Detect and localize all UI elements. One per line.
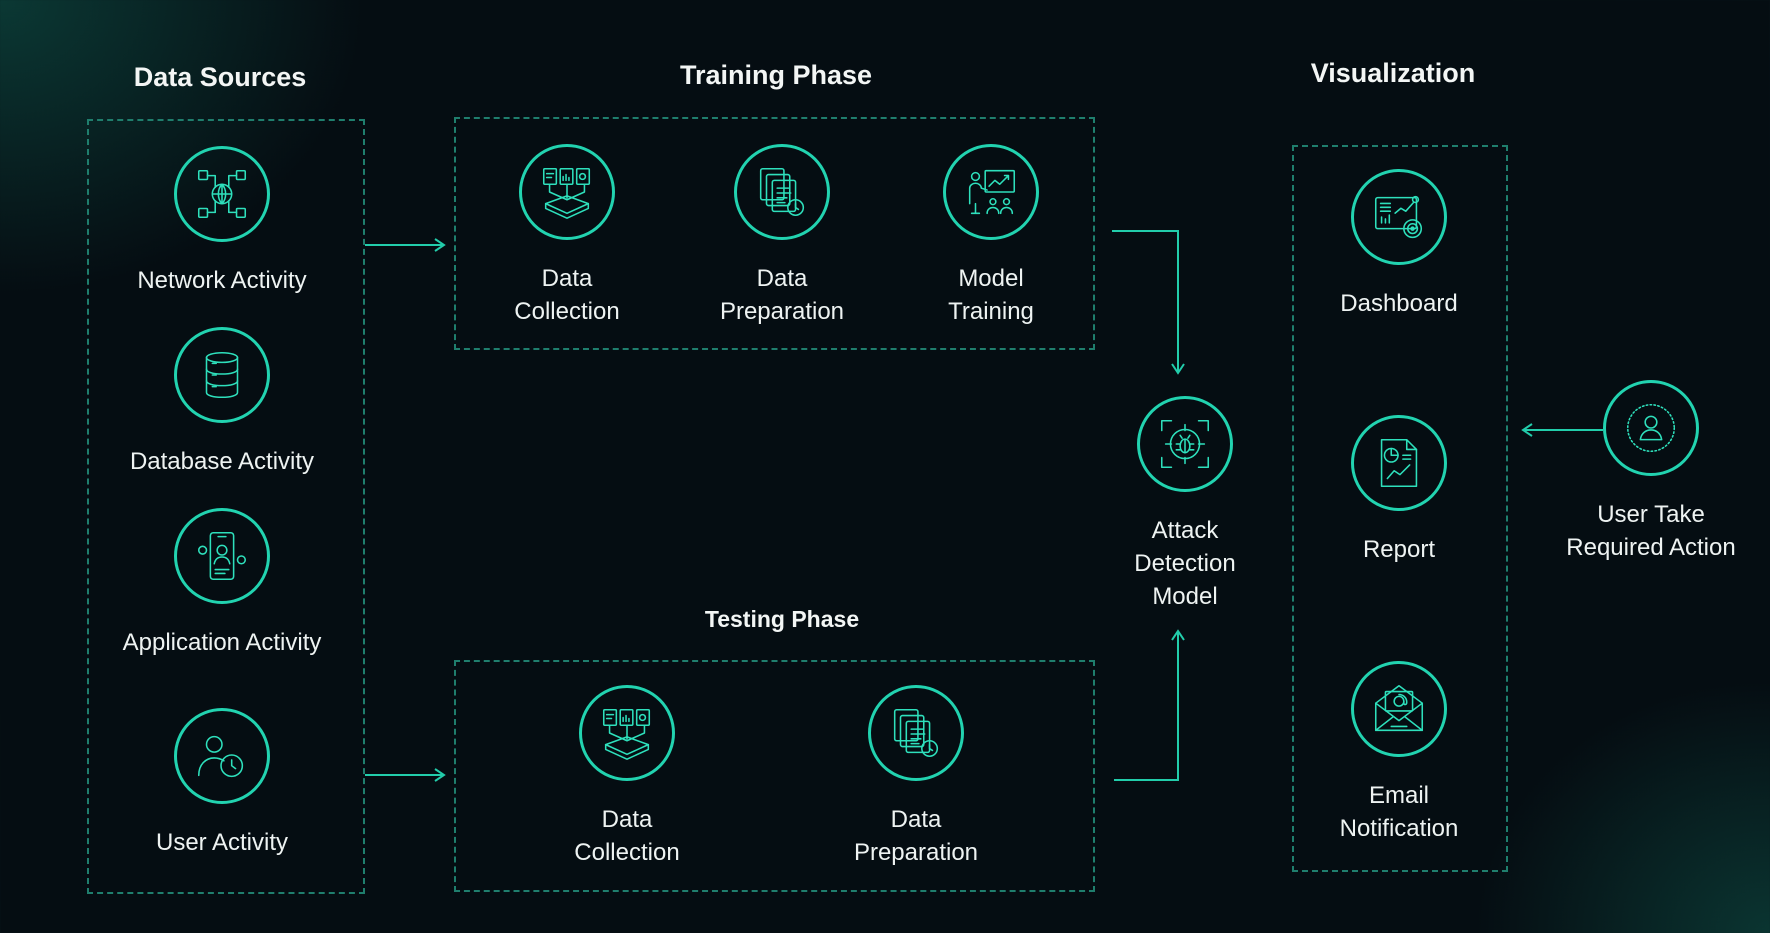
email-icon bbox=[1351, 661, 1447, 757]
data-preparation-icon bbox=[734, 144, 830, 240]
testing-phase-heading: Testing Phase bbox=[704, 606, 860, 632]
arrow-testing-to-model bbox=[1114, 632, 1179, 781]
node-label: Application Activity bbox=[122, 629, 322, 656]
data-collection-icon bbox=[579, 685, 675, 781]
testing-phase-group bbox=[454, 660, 1095, 892]
node-label: Model Training bbox=[948, 265, 1034, 325]
node-attack-detection-model: Attack Detection Model bbox=[1065, 396, 1305, 613]
node-label: User Take Required Action bbox=[1566, 501, 1736, 561]
node-label: Email Notification bbox=[1339, 782, 1459, 842]
node-testing-data-preparation: Data Preparation bbox=[796, 685, 1036, 869]
dashboard-icon bbox=[1351, 169, 1447, 265]
node-email-notification: Email Notification bbox=[1279, 661, 1519, 845]
bug-target-icon bbox=[1137, 396, 1233, 492]
node-label: Data Collection bbox=[574, 806, 680, 866]
arrowhead-model-top bbox=[1171, 363, 1185, 375]
mobile-app-user-icon bbox=[174, 508, 270, 604]
arrow-training-to-model bbox=[1112, 230, 1179, 371]
node-label: Attack Detection Model bbox=[1134, 517, 1236, 610]
model-training-icon bbox=[943, 144, 1039, 240]
arrowhead-visualization-in bbox=[1521, 423, 1533, 437]
arrowhead-testing-in bbox=[434, 768, 446, 782]
user-icon bbox=[1603, 380, 1699, 476]
node-label: Dashboard bbox=[1340, 290, 1458, 317]
node-network-activity: Network Activity bbox=[102, 146, 342, 297]
node-label: Data Preparation bbox=[853, 806, 979, 866]
node-testing-data-collection: Data Collection bbox=[507, 685, 747, 869]
training-phase-heading: Training Phase bbox=[679, 60, 873, 90]
node-application-activity: Application Activity bbox=[102, 508, 342, 659]
network-globe-icon bbox=[174, 146, 270, 242]
data-sources-heading: Data Sources bbox=[133, 62, 307, 92]
arrowhead-model-bottom bbox=[1171, 629, 1185, 641]
visualization-heading: Visualization bbox=[1310, 58, 1476, 88]
visualization-group bbox=[1292, 145, 1508, 872]
arrowhead-training-in bbox=[434, 238, 446, 252]
user-clock-icon bbox=[174, 708, 270, 804]
node-label: Database Activity bbox=[129, 448, 315, 475]
training-phase-group bbox=[454, 117, 1095, 350]
node-label: Report bbox=[1362, 536, 1436, 563]
node-dashboard: Dashboard bbox=[1279, 169, 1519, 320]
node-training-data-collection: Data Collection bbox=[447, 144, 687, 328]
node-label: Data Preparation bbox=[719, 265, 845, 325]
report-icon bbox=[1351, 415, 1447, 511]
data-preparation-icon bbox=[868, 685, 964, 781]
node-label: Data Collection bbox=[514, 265, 620, 325]
node-model-training: Model Training bbox=[871, 144, 1111, 328]
node-training-data-preparation: Data Preparation bbox=[662, 144, 902, 328]
node-user-take-required-action: User Take Required Action bbox=[1531, 380, 1770, 564]
node-label: Network Activity bbox=[137, 267, 307, 294]
data-collection-icon bbox=[519, 144, 615, 240]
node-user-activity: User Activity bbox=[102, 708, 342, 859]
node-report: Report bbox=[1279, 415, 1519, 566]
data-sources-group bbox=[87, 119, 365, 894]
node-database-activity: Database Activity bbox=[102, 327, 342, 478]
node-label: User Activity bbox=[155, 829, 289, 856]
database-icon bbox=[174, 327, 270, 423]
